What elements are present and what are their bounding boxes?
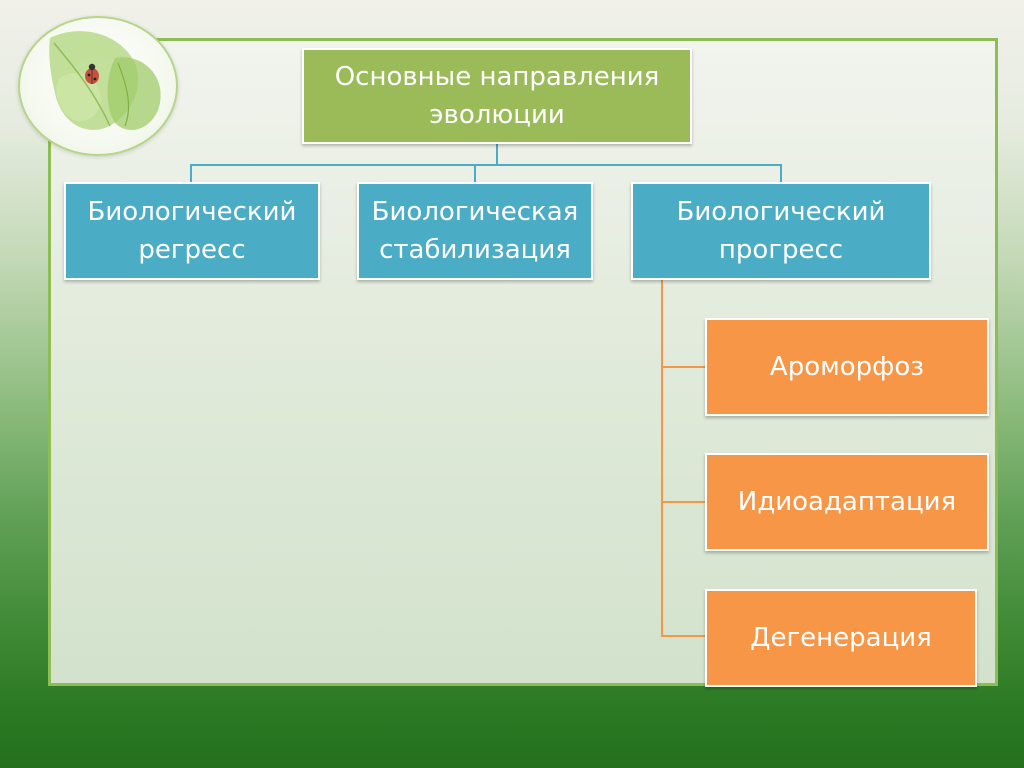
- node-biological-regress: Биологический регресс: [64, 182, 320, 280]
- connector-to-degeneration: [661, 635, 707, 637]
- node-aromorphosis: Ароморфоз: [705, 318, 989, 416]
- connector-to-regress: [190, 164, 192, 184]
- node-degeneration-label: Дегенерация: [750, 623, 932, 653]
- node-degeneration: Дегенерация: [705, 589, 977, 687]
- node-biological-progress-label: Биологический прогресс: [676, 197, 886, 265]
- node-biological-stabilization-label: Биологическая стабилизация: [371, 197, 579, 265]
- leaf-ladybug-emblem-icon: [18, 16, 178, 156]
- node-idioadaptation: Идиоадаптация: [705, 453, 989, 551]
- node-biological-regress-label: Биологический регресс: [87, 197, 297, 265]
- connector-root-down: [496, 144, 498, 166]
- root-node: Основные направления эволюции: [302, 48, 692, 144]
- connector-horizontal: [190, 164, 782, 166]
- connector-to-idioadaptation: [661, 501, 707, 503]
- connector-progress-vertical: [661, 278, 663, 636]
- node-biological-progress: Биологический прогресс: [631, 182, 931, 280]
- connector-to-progress: [780, 164, 782, 184]
- root-node-label: Основные направления эволюции: [334, 62, 660, 130]
- node-idioadaptation-label: Идиоадаптация: [737, 487, 957, 517]
- node-biological-stabilization: Биологическая стабилизация: [357, 182, 593, 280]
- node-aromorphosis-label: Ароморфоз: [769, 352, 925, 382]
- connector-to-stabilization: [474, 164, 476, 184]
- connector-to-aromorphosis: [661, 366, 707, 368]
